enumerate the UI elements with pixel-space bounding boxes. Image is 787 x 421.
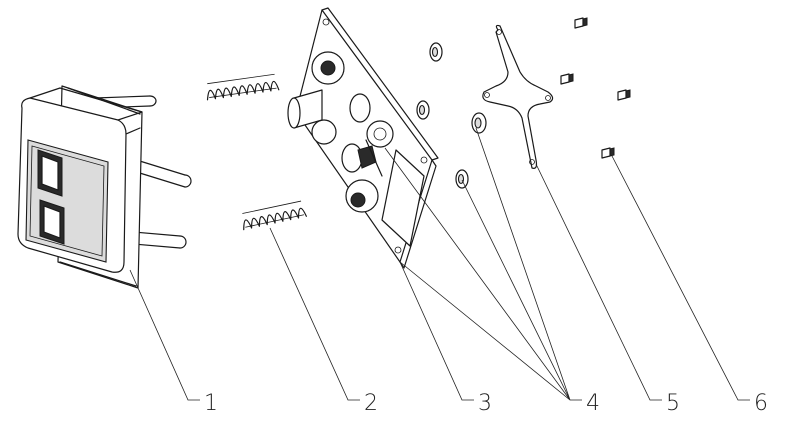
part-4-washers [416,42,487,189]
callout-6: 6 [754,391,768,416]
opening-2 [341,143,363,173]
hole-2 [420,156,428,164]
recess-inner [29,145,105,257]
leader-lines [129,127,750,401]
center-shaft [365,139,383,177]
leader-5 [535,163,662,401]
washer-3 [471,112,487,134]
screw-2 [560,73,574,85]
cylinder-end [287,97,301,129]
callout-3: 3 [478,391,492,416]
leader-4 [384,127,582,401]
bearing-right [366,120,394,148]
part-2-springs [206,73,307,231]
callout-4: 4 [586,391,600,416]
opening-1 [349,93,371,123]
part-5-cross-bracket [482,24,554,169]
housing-side [125,127,141,135]
bearing-left [311,119,337,145]
leader-1 [129,269,200,401]
part-3-plate-assembly [287,7,439,269]
dsub-upper-face [41,155,59,191]
leader-2 [269,227,360,401]
plate-thickness [399,159,437,269]
washer-2 [416,100,430,120]
washer-1 [429,42,443,62]
hole-4 [394,246,402,254]
leader-3 [399,261,474,401]
housing-top-face [29,87,143,121]
side-block [381,149,425,247]
part-1-connector-housing [17,85,192,289]
part-6-screws [560,17,631,159]
spring-lower [242,200,307,231]
leader-6 [611,155,750,401]
screw-4 [601,147,615,159]
callout-labels: 1 2 3 4 5 6 [204,391,768,416]
cross-plate [482,24,554,169]
spring-upper [206,73,280,101]
plate-top-edge [321,7,439,161]
callout-5: 5 [666,391,680,416]
screw-1 [574,17,588,29]
rod-ends [149,95,192,249]
washer-4 [455,169,469,189]
screw-3 [617,89,631,101]
callout-1: 1 [204,391,218,416]
dsub-lower-face [43,205,61,239]
hole-1 [322,18,330,26]
callout-2: 2 [364,391,378,416]
